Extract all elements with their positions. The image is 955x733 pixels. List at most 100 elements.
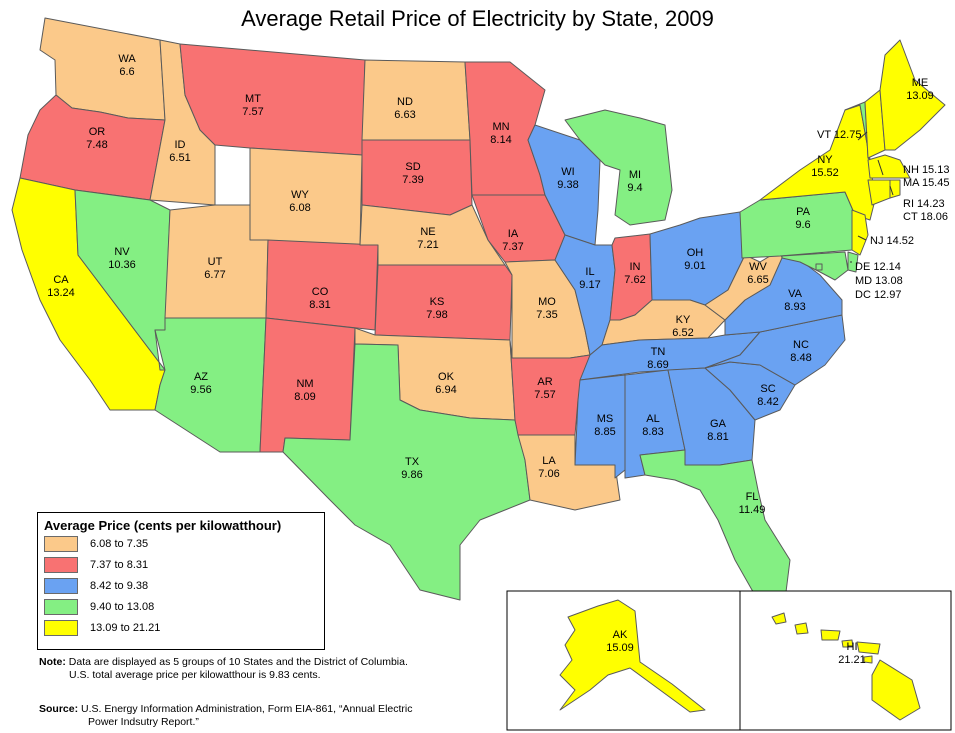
state-abbr-KY: KY [676,314,691,326]
state-value-WA: 6.6 [119,66,134,78]
state-abbr-WA: WA [118,53,136,65]
state-value-SD: 7.39 [402,174,423,186]
state-DE[interactable] [847,251,859,273]
label-VT: VT 12.75 [817,129,861,141]
state-abbr-ID: ID [175,139,186,151]
state-value-ID: 6.51 [169,152,190,164]
state-value-AK: 15.09 [606,642,634,654]
state-value-KS: 7.98 [426,309,447,321]
state-value-SC: 8.42 [757,396,778,408]
source-prefix: Source: [39,703,79,715]
legend-label: 9.40 to 13.08 [90,600,155,613]
state-abbr-WY: WY [291,189,309,201]
state-abbr-LA: LA [542,455,556,467]
state-value-WV: 6.65 [747,274,768,286]
legend-item: 13.09 to 21.21 [44,617,324,638]
state-KS[interactable] [374,264,513,341]
state-DC[interactable] [815,263,823,271]
legend-label: 6.08 to 7.35 [90,537,149,550]
state-MI[interactable] [564,109,673,226]
state-TX[interactable] [282,343,531,601]
state-abbr-CA: CA [53,274,69,286]
state-abbr-UT: UT [208,256,223,268]
label-MD: MD 13.08 [855,275,903,287]
state-LA[interactable] [517,434,621,511]
state-abbr-WV: WV [749,261,767,273]
state-abbr-WI: WI [561,166,574,178]
state-abbr-NE: NE [420,226,435,238]
state-abbr-OH: OH [687,247,704,259]
state-NC[interactable] [704,314,846,386]
state-value-OK: 6.94 [435,384,456,396]
legend-item: 9.40 to 13.08 [44,596,324,617]
legend-item: 6.08 to 7.35 [44,533,324,554]
state-HI[interactable] [771,612,921,721]
state-abbr-OR: OR [89,126,106,138]
state-NJ[interactable] [851,209,869,256]
state-abbr-NC: NC [793,339,809,351]
state-abbr-SC: SC [760,383,775,395]
state-MD[interactable] [781,251,849,281]
state-value-IN: 7.62 [624,274,645,286]
state-value-AZ: 9.56 [190,384,211,396]
state-value-WY: 6.08 [289,202,310,214]
state-abbr-VA: VA [788,288,803,300]
state-value-MT: 7.57 [242,106,263,118]
state-abbr-IN: IN [630,261,641,273]
state-VT[interactable] [844,101,871,161]
state-abbr-SD: SD [405,161,420,173]
state-value-WI: 9.38 [557,179,578,191]
legend-item: 8.42 to 9.38 [44,575,324,596]
state-abbr-CO: CO [312,286,329,298]
legend-title: Average Price (cents per kilowatthour) [44,518,282,533]
state-ME[interactable] [879,39,946,151]
state-abbr-NV: NV [114,246,130,258]
label-NJ: NJ 14.52 [870,235,914,247]
state-abbr-MI: MI [629,169,641,181]
legend-rows: 6.08 to 7.35 7.37 to 8.31 8.42 to 9.38 9… [38,533,324,638]
state-abbr-AZ: AZ [194,371,208,383]
note-text: Note: Data are displayed as 5 groups of … [39,656,499,682]
state-value-NM: 8.09 [294,391,315,403]
label-MA: MA 15.45 [903,177,949,189]
state-AK[interactable] [559,599,706,713]
state-value-NC: 8.48 [790,352,811,364]
legend: Average Price (cents per kilowatthour) 6… [37,512,325,650]
state-abbr-IL: IL [585,266,594,278]
note-line2: U.S. total average price per kilowatthou… [69,669,321,681]
state-value-OR: 7.48 [86,139,107,151]
state-abbr-AK: AK [613,629,628,641]
state-value-OH: 9.01 [684,260,705,272]
state-value-MN: 8.14 [490,134,511,146]
state-value-MS: 8.85 [594,426,615,438]
legend-swatch [44,577,78,594]
state-abbr-ND: ND [397,96,413,108]
state-abbr-MT: MT [245,93,261,105]
state-value-IA: 7.37 [502,241,523,253]
state-MT[interactable] [179,43,366,156]
state-abbr-AR: AR [537,376,552,388]
state-value-NV: 10.36 [108,259,136,271]
source-text: Source: U.S. Energy Information Administ… [39,703,499,729]
state-value-FL: 11.49 [739,504,766,516]
state-value-VA: 8.93 [784,301,805,313]
state-value-LA: 7.06 [538,468,559,480]
state-abbr-GA: GA [710,418,727,430]
state-value-GA: 8.81 [707,431,728,443]
note-prefix: Note: [39,656,66,668]
legend-swatch [44,535,78,552]
state-value-KY: 6.52 [672,327,693,339]
state-ND[interactable] [361,59,471,141]
state-CO[interactable] [265,239,379,331]
legend-swatch [44,598,78,615]
state-value-NY: 15.52 [811,167,839,179]
source-line1: U.S. Energy Information Administration, … [81,703,413,715]
state-value-MI: 9.4 [627,182,642,194]
state-FL[interactable] [639,449,791,613]
state-abbr-KS: KS [430,296,445,308]
state-value-NE: 7.21 [417,239,438,251]
state-abbr-PA: PA [796,206,811,218]
state-CT[interactable] [867,179,891,206]
state-abbr-HI: HI [847,641,858,653]
